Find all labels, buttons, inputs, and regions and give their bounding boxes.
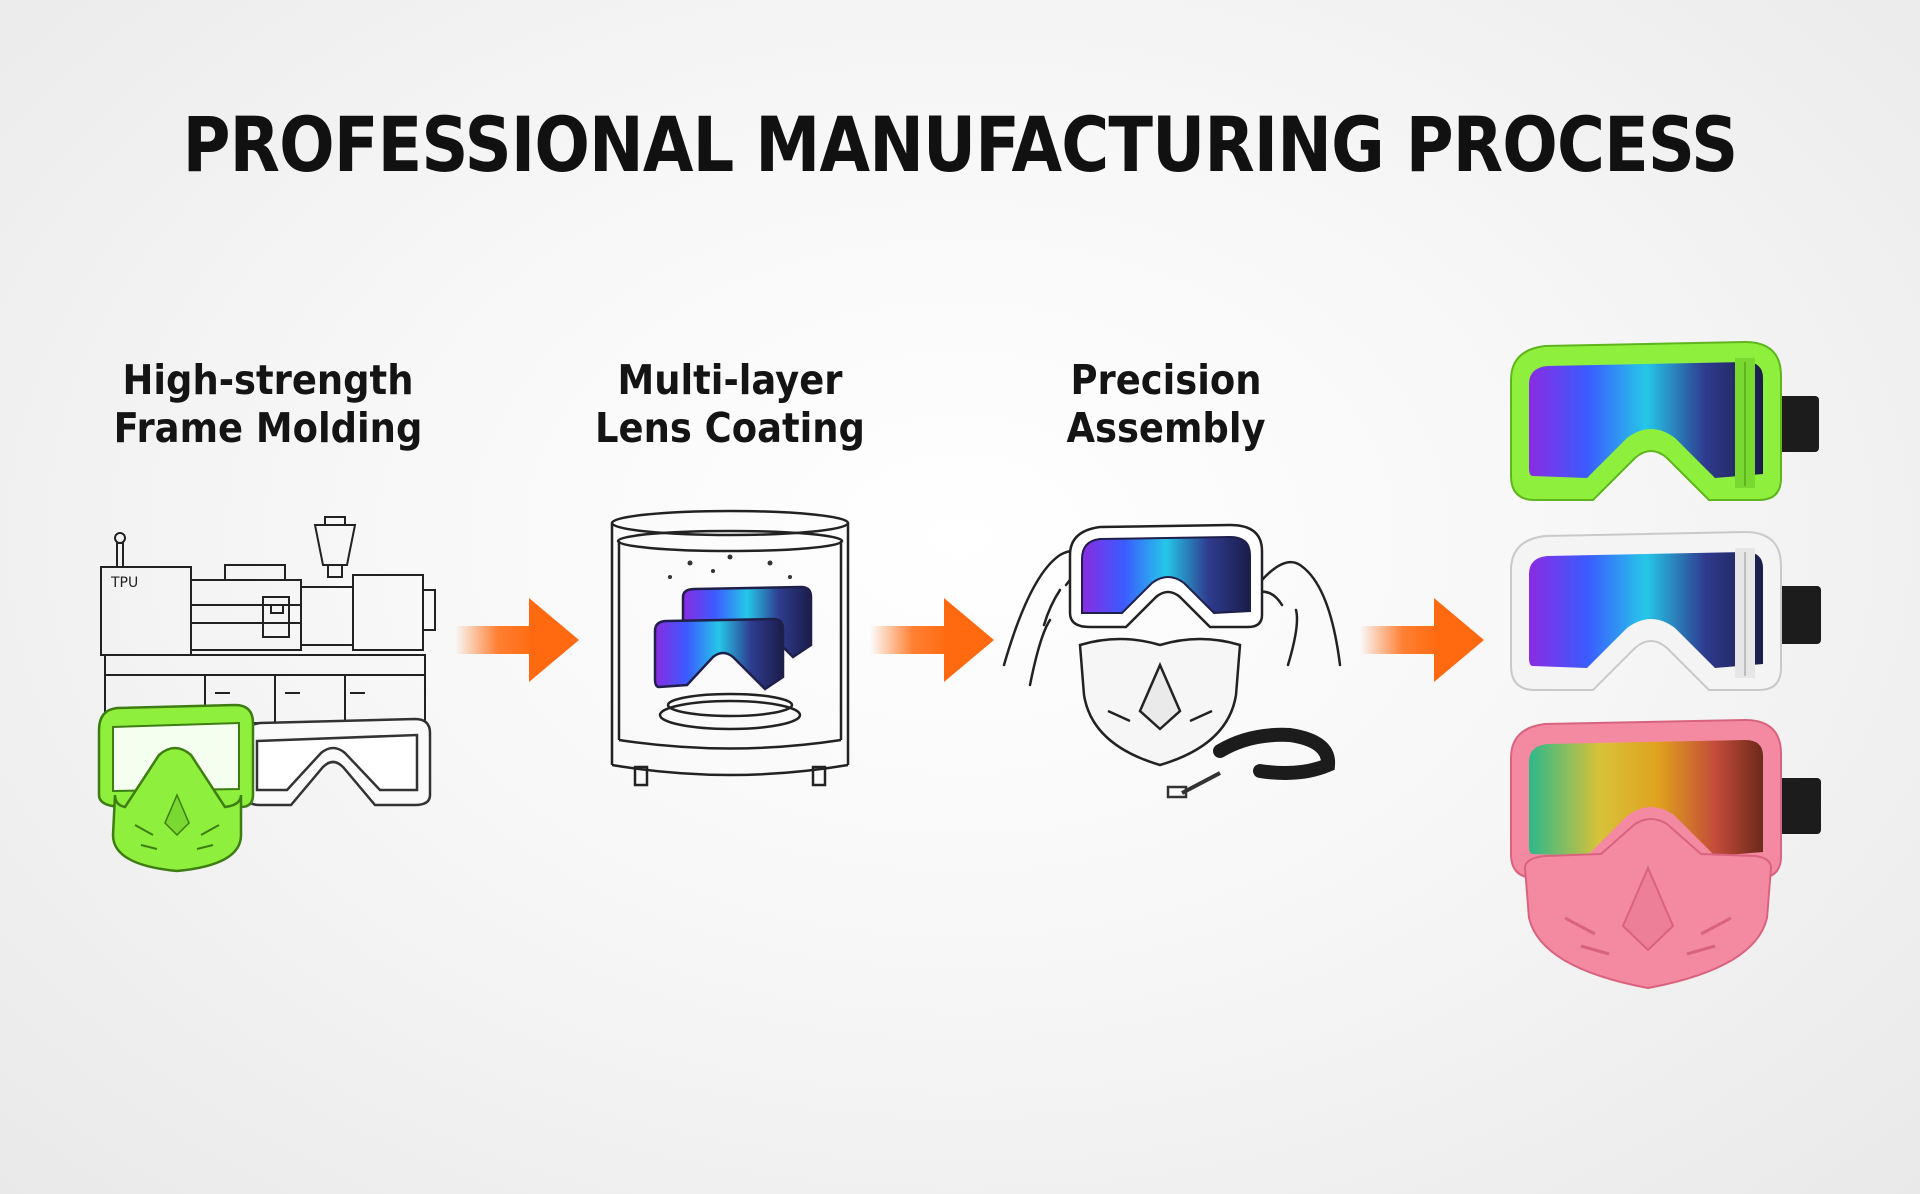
step-3-label-line2: Assembly [1066,404,1266,452]
lens-coating-illustration [610,509,850,787]
step-1-label-line2: Frame Molding [113,404,423,452]
green-goggles-product [1510,340,1819,501]
step-3-label: Precision Assembly [995,356,1337,452]
step-2-label: Multi-layer Lens Coating [559,356,901,452]
process-arrow-3 [1360,598,1484,682]
pink-goggle-mask-product [1510,718,1821,990]
white-goggles-product [1510,530,1821,691]
step-1-label: High-strength Frame Molding [97,356,439,452]
tpu-tag: TPU [110,575,138,591]
step-2-label-line1: Multi-layer [617,356,843,404]
frame-molding-illustration: TPU [97,516,436,873]
assembly-illustration [1002,523,1342,799]
process-arrow-1 [455,598,579,682]
step-3-label-line1: Precision [1070,356,1262,404]
process-arrow-2 [870,598,994,682]
step-1-label-line1: High-strength [122,356,414,404]
page-title: PROFESSIONAL MANUFACTURING PROCESS [182,100,1739,189]
step-2-label-line2: Lens Coating [595,404,865,452]
